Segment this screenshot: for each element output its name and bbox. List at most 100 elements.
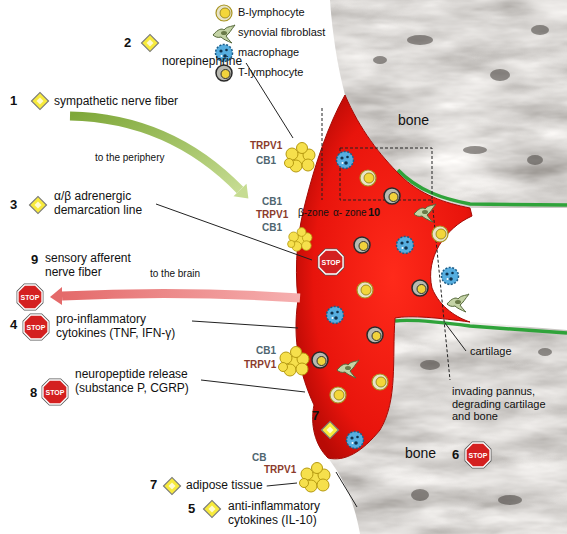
diamond-icon xyxy=(164,478,181,495)
callout-number: 5 xyxy=(188,502,195,517)
leader-line xyxy=(336,472,357,507)
callout-number: 9 xyxy=(31,253,38,268)
receptor-label: CB1 xyxy=(256,345,276,357)
synovial-fibroblast xyxy=(447,294,469,312)
diamond-icon xyxy=(32,93,49,110)
receptor-label: CB1 xyxy=(262,222,282,234)
stop-fill xyxy=(466,443,490,467)
callout-number: 1 xyxy=(10,94,17,109)
stop-outline xyxy=(17,284,44,311)
receptor-label: CB xyxy=(252,452,266,464)
stop-sign: STOP xyxy=(41,378,69,406)
stop-sign: STOP xyxy=(317,248,345,276)
sensory-nerve-arrow xyxy=(62,293,300,298)
stop-fill xyxy=(319,250,343,274)
stop-outline xyxy=(42,379,69,406)
synovial-fibroblast xyxy=(337,360,359,378)
macrophage xyxy=(347,432,364,449)
adipose-tissue xyxy=(279,143,331,493)
stop-text: STOP xyxy=(27,324,46,331)
callout-number: 3 xyxy=(10,198,17,213)
diamond-icon xyxy=(204,501,221,518)
macrophage xyxy=(337,152,354,169)
legend-label: T-lymphocyte xyxy=(238,66,303,79)
direction-label: to the brain xyxy=(150,268,200,280)
adipose-cluster xyxy=(279,347,310,377)
zone-label: α- zone xyxy=(333,207,367,219)
stop-text: STOP xyxy=(469,452,488,459)
leader-line xyxy=(267,483,297,486)
callout-number: 4 xyxy=(10,318,17,333)
cells xyxy=(312,152,469,449)
callout-number: 7 xyxy=(150,478,157,493)
label: sympathetic nerve fiber xyxy=(54,95,178,109)
demarcation-line xyxy=(322,108,323,200)
stop-sign: STOP xyxy=(16,283,44,311)
receptor-label: TRPV1 xyxy=(256,209,288,221)
macrophage xyxy=(397,237,414,254)
b-lymphocyte xyxy=(357,282,373,298)
t-lymphocyte xyxy=(312,352,328,368)
stop-fill xyxy=(18,285,42,309)
label: sensory afferent nerve fiber xyxy=(45,252,140,280)
b-lymphocyte xyxy=(360,170,376,186)
arrow-head xyxy=(234,184,249,199)
b-lymphocyte xyxy=(330,387,346,403)
label: pro-inflammatory cytokines (TNF, IFN-γ) xyxy=(56,313,188,341)
cartilage xyxy=(395,320,567,333)
marrow-spots xyxy=(411,348,552,505)
label: norepinephrine xyxy=(162,55,242,69)
direction-label: to the periphery xyxy=(95,152,165,164)
stop-sign: STOP xyxy=(22,313,50,341)
adipose-cluster xyxy=(285,143,316,173)
callout-number: 6 xyxy=(452,448,459,463)
callout-number: 7 xyxy=(312,409,319,424)
t-lymphocyte xyxy=(384,188,400,204)
stop-text: STOP xyxy=(21,294,40,301)
bone-label: bone xyxy=(398,112,429,128)
synovial-fibroblast xyxy=(213,25,235,43)
leader-line xyxy=(156,204,312,260)
sympathetic-nerve-arrow xyxy=(70,116,240,190)
t-lymphocyte xyxy=(412,280,428,296)
label: adipose tissue xyxy=(186,479,263,493)
b-lymphocyte xyxy=(432,226,448,242)
stop-outline xyxy=(465,442,492,469)
synovial-fibroblast xyxy=(414,204,436,222)
leader-line xyxy=(201,380,305,392)
callout-number: 8 xyxy=(30,386,37,401)
stop-fill xyxy=(43,380,67,404)
macrophage xyxy=(327,307,344,324)
receptor-label: CB1 xyxy=(262,196,282,208)
stop-text: STOP xyxy=(322,259,341,266)
legend-label: macrophage xyxy=(238,46,299,59)
diamond-icon xyxy=(142,35,159,52)
t-lymphocyte xyxy=(367,327,383,343)
leader-line xyxy=(445,323,466,351)
legend-label: synovial fibroblast xyxy=(238,26,325,39)
legend-label: B-lymphocyte xyxy=(238,6,305,19)
label: invading pannus, degrading cartilage and… xyxy=(452,385,547,423)
leader-line xyxy=(192,321,298,328)
stop-sign: STOP xyxy=(464,441,492,469)
receptor-label: TRPV1 xyxy=(244,359,276,371)
callout-number: 2 xyxy=(124,36,131,51)
receptor-label: TRPV1 xyxy=(264,464,296,476)
leader-lines xyxy=(156,63,466,507)
b-lymphocyte xyxy=(372,374,388,390)
adipose-cluster xyxy=(300,463,331,493)
adipose-cluster xyxy=(288,228,312,252)
label: anti-inflammatory cytokines (IL-10) xyxy=(228,500,353,528)
legend-icons xyxy=(213,5,235,81)
stop-outline xyxy=(318,249,345,276)
b-lymphocyte xyxy=(216,5,232,21)
callout-number: 10 xyxy=(368,206,380,219)
label: neuropeptide release (substance P, CGRP) xyxy=(75,368,197,396)
synovial-tissue xyxy=(296,95,472,459)
leader-line xyxy=(432,200,450,380)
label: α/β adrenergic demarcation line xyxy=(54,190,152,218)
